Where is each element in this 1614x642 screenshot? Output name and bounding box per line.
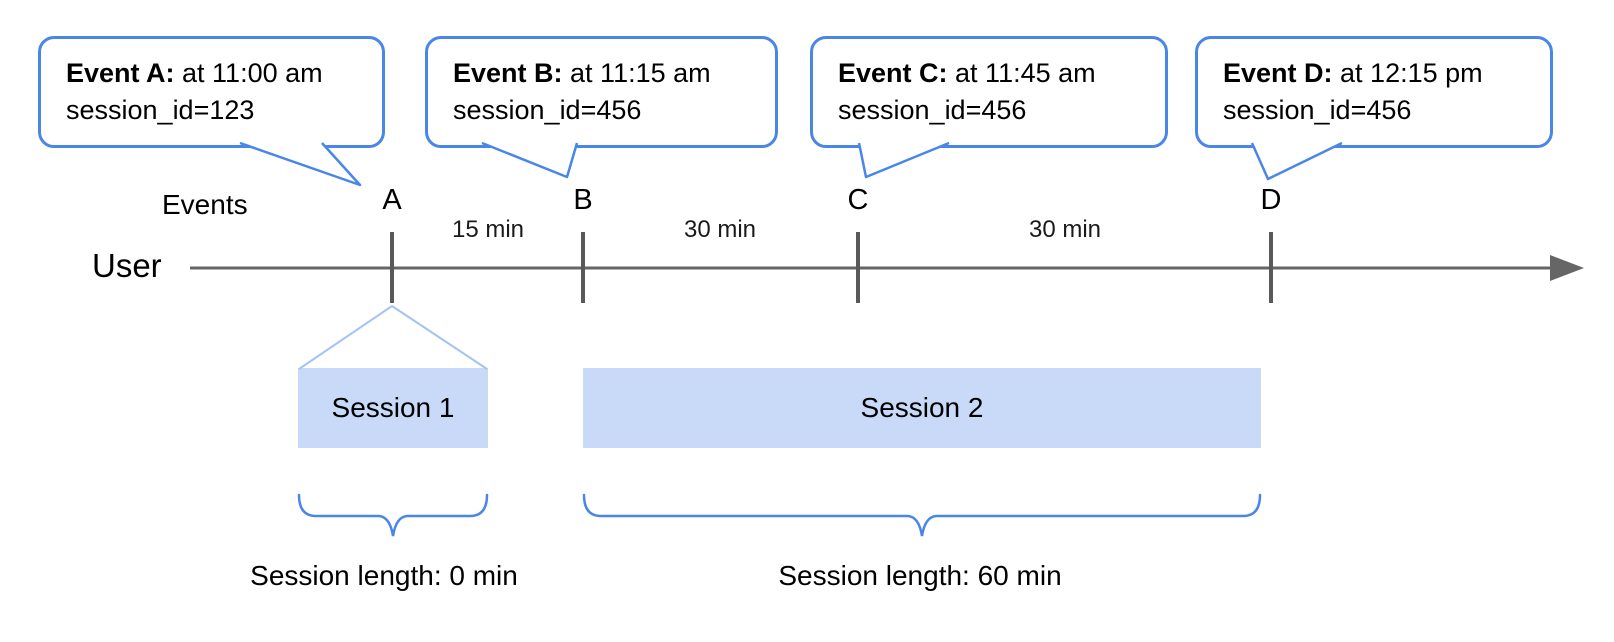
session-2-length-label: Session length: 60 min [778, 560, 1062, 591]
event-letter-b: B [573, 184, 593, 216]
event-b-title: Event B: [453, 58, 563, 88]
session-2-brace [582, 493, 1262, 537]
event-letter-d: D [1260, 184, 1282, 216]
event-bubble-b: Event B: at 11:15 am session_id=456 [425, 36, 778, 148]
session-2-bar: Session 2 [583, 368, 1261, 448]
bubble-tail-d [1250, 141, 1343, 181]
event-bubble-a-line1: Event A: at 11:00 am [66, 55, 382, 92]
event-c-time: at 11:45 am [947, 58, 1096, 88]
event-a-time: at 11:00 am [174, 58, 323, 88]
bubble-tail-a [239, 141, 362, 187]
session-1-bar: Session 1 [298, 368, 488, 448]
event-letter-a: A [382, 184, 402, 216]
session-2-label: Session 2 [860, 392, 984, 423]
user-axis-label: User [92, 247, 162, 284]
session-1-length-label: Session length: 0 min [250, 560, 518, 591]
event-bubble-d-line1: Event D: at 12:15 pm [1223, 55, 1550, 92]
bubble-tail-b [481, 141, 579, 179]
event-bubble-c: Event C: at 11:45 am session_id=456 [810, 36, 1168, 148]
session-1-brace [297, 493, 489, 537]
event-a-title: Event A: [66, 58, 175, 88]
event-c-session-id: session_id=456 [838, 95, 1027, 125]
event-bubble-a: Event A: at 11:00 am session_id=123 [38, 36, 385, 148]
event-bubble-c-line1: Event C: at 11:45 am [838, 55, 1165, 92]
bubble-tail-c [857, 141, 950, 179]
event-bubble-b-line1: Event B: at 11:15 am [453, 55, 775, 92]
event-d-title: Event D: [1223, 58, 1333, 88]
interval-label-cd: 30 min [1028, 216, 1102, 243]
interval-label-bc: 30 min [683, 216, 757, 243]
session-1-funnel-right-line [391, 305, 488, 370]
interval-label-ab: 15 min [451, 216, 525, 243]
events-axis-label: Events [162, 189, 248, 220]
session-1-label: Session 1 [331, 392, 455, 423]
event-b-time: at 11:15 am [562, 58, 711, 88]
event-c-title: Event C: [838, 58, 948, 88]
event-d-time: at 12:15 pm [1332, 58, 1483, 88]
event-a-session-id: session_id=123 [66, 95, 255, 125]
event-bubble-d: Event D: at 12:15 pm session_id=456 [1195, 36, 1553, 148]
session-1-funnel-left-line [298, 305, 393, 370]
event-d-session-id: session_id=456 [1223, 95, 1412, 125]
event-letter-c: C [847, 184, 869, 216]
event-b-session-id: session_id=456 [453, 95, 642, 125]
timeline-arrowhead-icon [1550, 255, 1584, 281]
